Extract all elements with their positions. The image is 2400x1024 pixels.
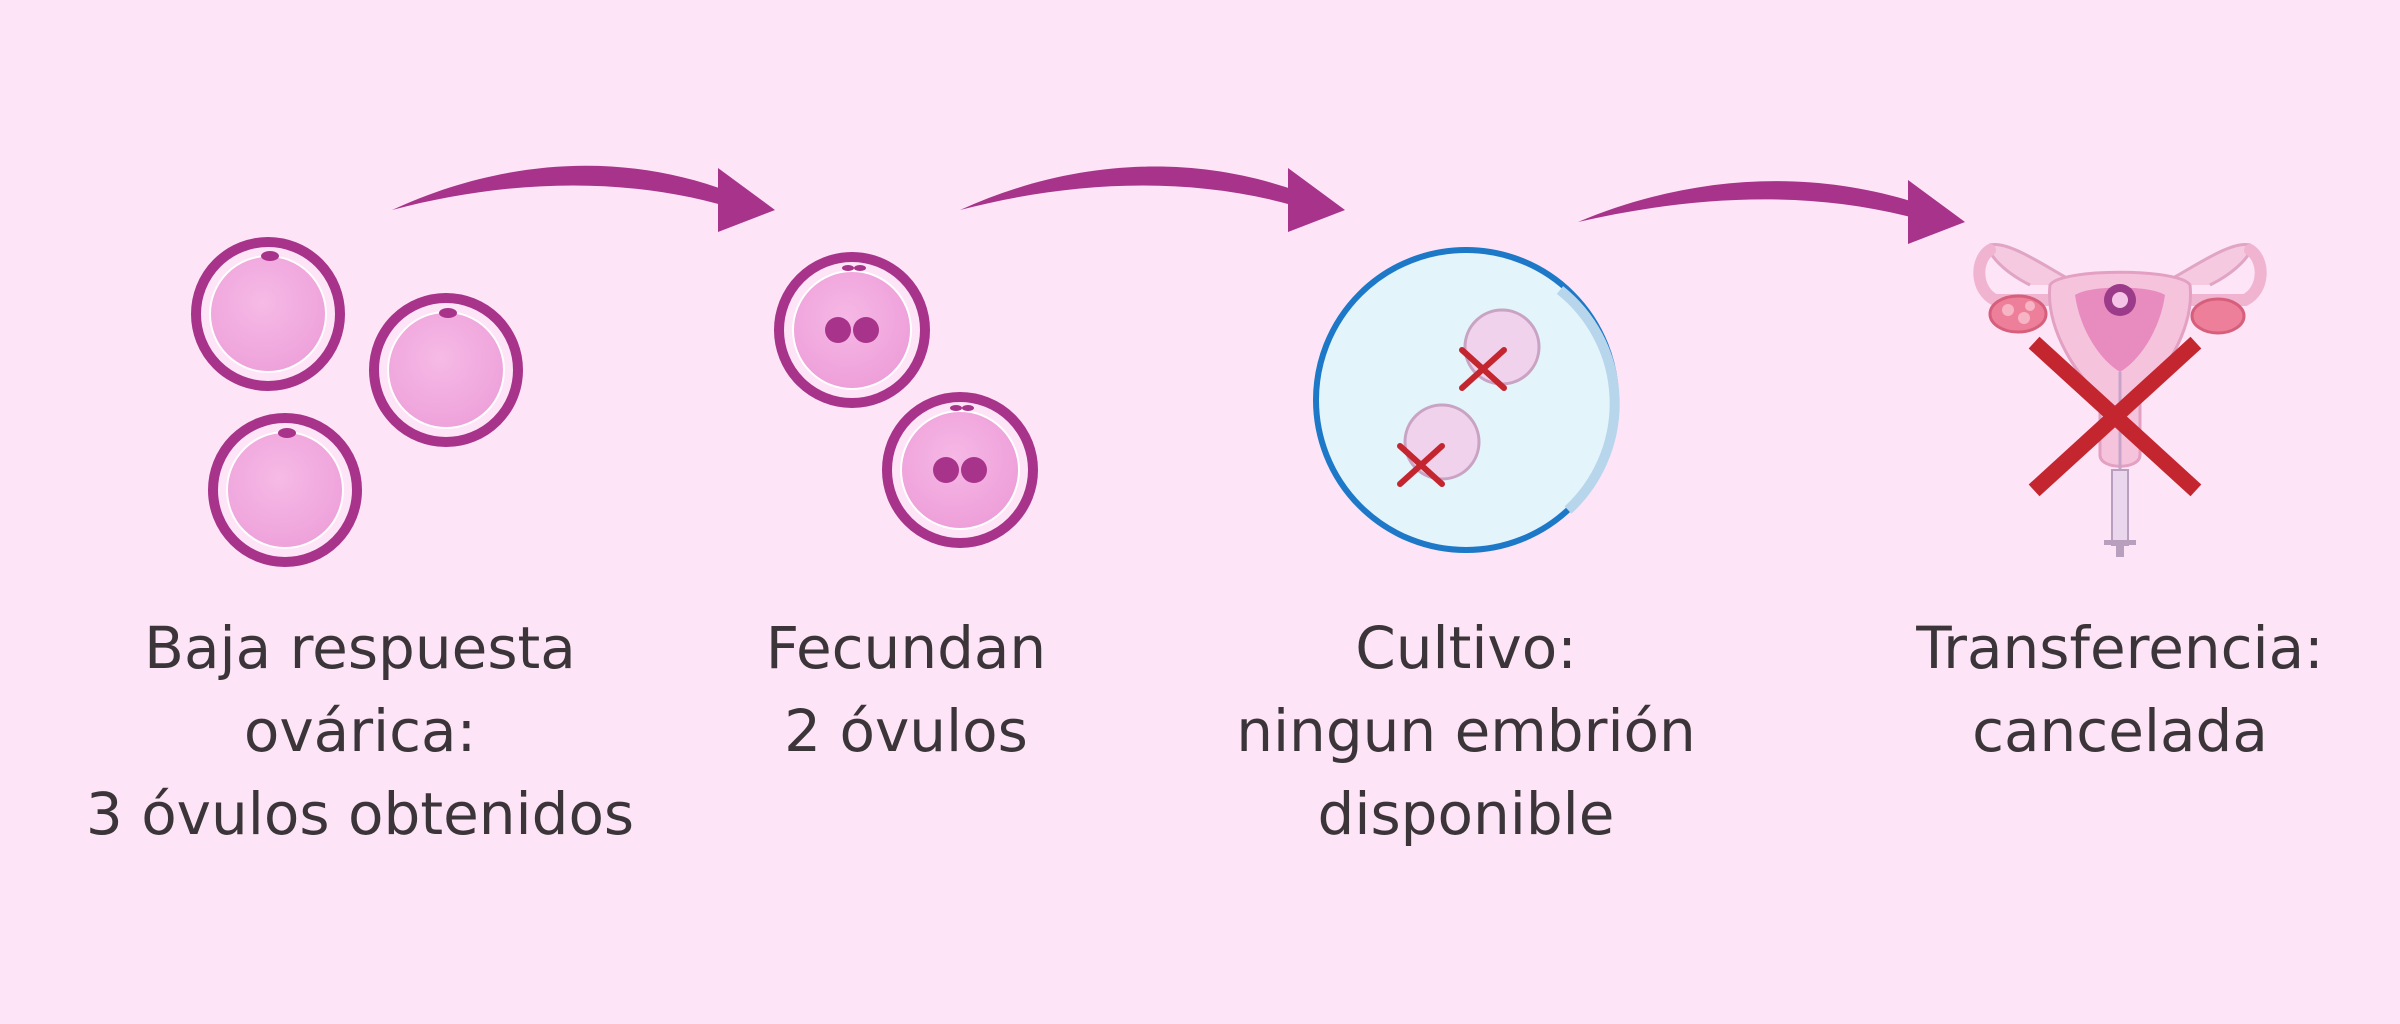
label-line: ovárica:	[243, 697, 477, 765]
ovary-icon	[1988, 294, 2048, 334]
eggs-icon	[191, 237, 523, 567]
arrow-3	[1578, 180, 1965, 244]
label-line: 2 óvulos	[784, 697, 1028, 765]
zygote-icon	[882, 392, 1038, 548]
step-label-transfer: Transferencia: cancelada	[1840, 607, 2400, 773]
step-label-ovarian-response: Baja respuesta ovárica: 3 óvulos obtenid…	[60, 607, 660, 856]
label-line: Transferencia:	[1916, 614, 2324, 682]
label-line: Cultivo:	[1355, 614, 1577, 682]
fertilized-eggs-icon	[774, 252, 1038, 548]
label-line: ningun embrión	[1236, 697, 1696, 765]
arrow-2	[960, 166, 1345, 232]
step-label-fertilization: Fecundan 2 óvulos	[706, 607, 1106, 773]
label-line: Baja respuesta	[144, 614, 576, 682]
failed-embryo-icon	[1459, 308, 1541, 391]
egg-icon	[208, 413, 362, 567]
culture-dish-icon	[1313, 247, 1620, 553]
label-line: 3 óvulos obtenidos	[85, 780, 635, 848]
zygote-icon	[774, 252, 930, 408]
egg-icon	[369, 293, 523, 447]
label-line: Fecundan	[765, 614, 1047, 682]
step-label-culture: Cultivo: ningun embrión disponible	[1196, 607, 1736, 856]
egg-icon	[191, 237, 345, 391]
arrow-1	[392, 165, 775, 232]
ovary-icon	[2190, 297, 2246, 335]
syringe-icon	[2104, 469, 2136, 557]
label-line: disponible	[1317, 780, 1615, 848]
cancel-cross-icon	[2028, 336, 2202, 497]
failed-embryo-icon	[1397, 403, 1481, 487]
uterus-icon	[1973, 242, 2267, 557]
label-line: cancelada	[1972, 697, 2268, 765]
